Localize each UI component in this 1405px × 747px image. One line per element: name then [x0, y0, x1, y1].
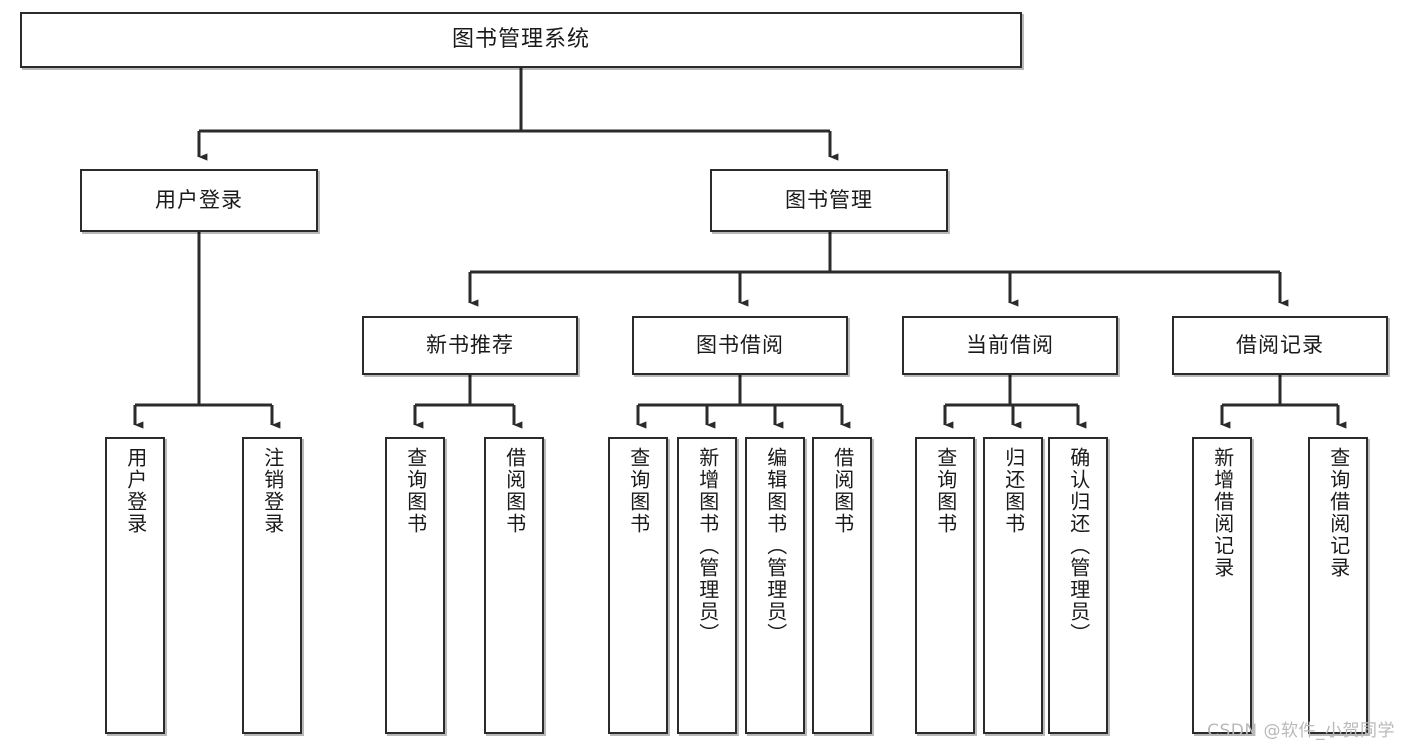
node-label: 查询图书	[626, 447, 651, 535]
node-leaf-add-borrow-record[interactable]: 新增借阅记录	[1192, 437, 1252, 734]
node-leaf-confirm-return-admin[interactable]: 确认归还（管理员）	[1048, 437, 1108, 734]
node-leaf-query-book-current[interactable]: 查询图书	[915, 437, 975, 734]
node-label: 编辑图书（管理员）	[763, 447, 788, 645]
node-leaf-user-login[interactable]: 用户登录	[105, 437, 165, 734]
node-label: 查询借阅记录	[1326, 447, 1351, 579]
node-label: 查询图书	[933, 447, 958, 535]
node-label: 归还图书	[1001, 447, 1026, 535]
node-label: 注销登录	[260, 447, 285, 535]
node-leaf-query-book-recommend[interactable]: 查询图书	[385, 437, 445, 734]
node-label: 用户登录	[123, 447, 148, 535]
node-label: 查询图书	[403, 447, 428, 535]
node-label: 图书借阅	[696, 332, 784, 357]
node-leaf-edit-book-admin[interactable]: 编辑图书（管理员）	[745, 437, 805, 734]
watermark-text: CSDN @软件_小贺同学	[1207, 721, 1395, 741]
node-label: 借阅记录	[1236, 332, 1324, 357]
node-label: 用户登录	[155, 187, 243, 212]
node-book-manage[interactable]: 图书管理	[710, 169, 948, 232]
node-leaf-query-borrow-record[interactable]: 查询借阅记录	[1308, 437, 1368, 734]
node-current-borrow[interactable]: 当前借阅	[902, 316, 1118, 375]
node-leaf-add-book-admin[interactable]: 新增图书（管理员）	[677, 437, 737, 734]
node-leaf-borrow-book-recommend[interactable]: 借阅图书	[484, 437, 544, 734]
node-label: 新增图书（管理员）	[695, 447, 720, 645]
node-leaf-logout[interactable]: 注销登录	[242, 437, 302, 734]
node-user-login[interactable]: 用户登录	[80, 169, 318, 232]
node-root-system[interactable]: 图书管理系统	[20, 12, 1022, 68]
node-label: 图书管理系统	[451, 26, 590, 52]
node-book-borrow[interactable]: 图书借阅	[632, 316, 848, 375]
node-new-book-recommend[interactable]: 新书推荐	[362, 316, 578, 375]
node-leaf-borrow-book[interactable]: 借阅图书	[812, 437, 872, 734]
node-label: 确认归还（管理员）	[1066, 447, 1091, 645]
node-label: 图书管理	[785, 187, 873, 212]
node-label: 当前借阅	[966, 332, 1054, 357]
node-borrow-record[interactable]: 借阅记录	[1172, 316, 1388, 375]
node-leaf-return-book[interactable]: 归还图书	[983, 437, 1043, 734]
node-label: 新书推荐	[426, 332, 514, 357]
node-label: 新增借阅记录	[1210, 447, 1235, 579]
node-label: 借阅图书	[830, 447, 855, 535]
node-label: 借阅图书	[502, 447, 527, 535]
node-leaf-query-book-borrow[interactable]: 查询图书	[608, 437, 668, 734]
